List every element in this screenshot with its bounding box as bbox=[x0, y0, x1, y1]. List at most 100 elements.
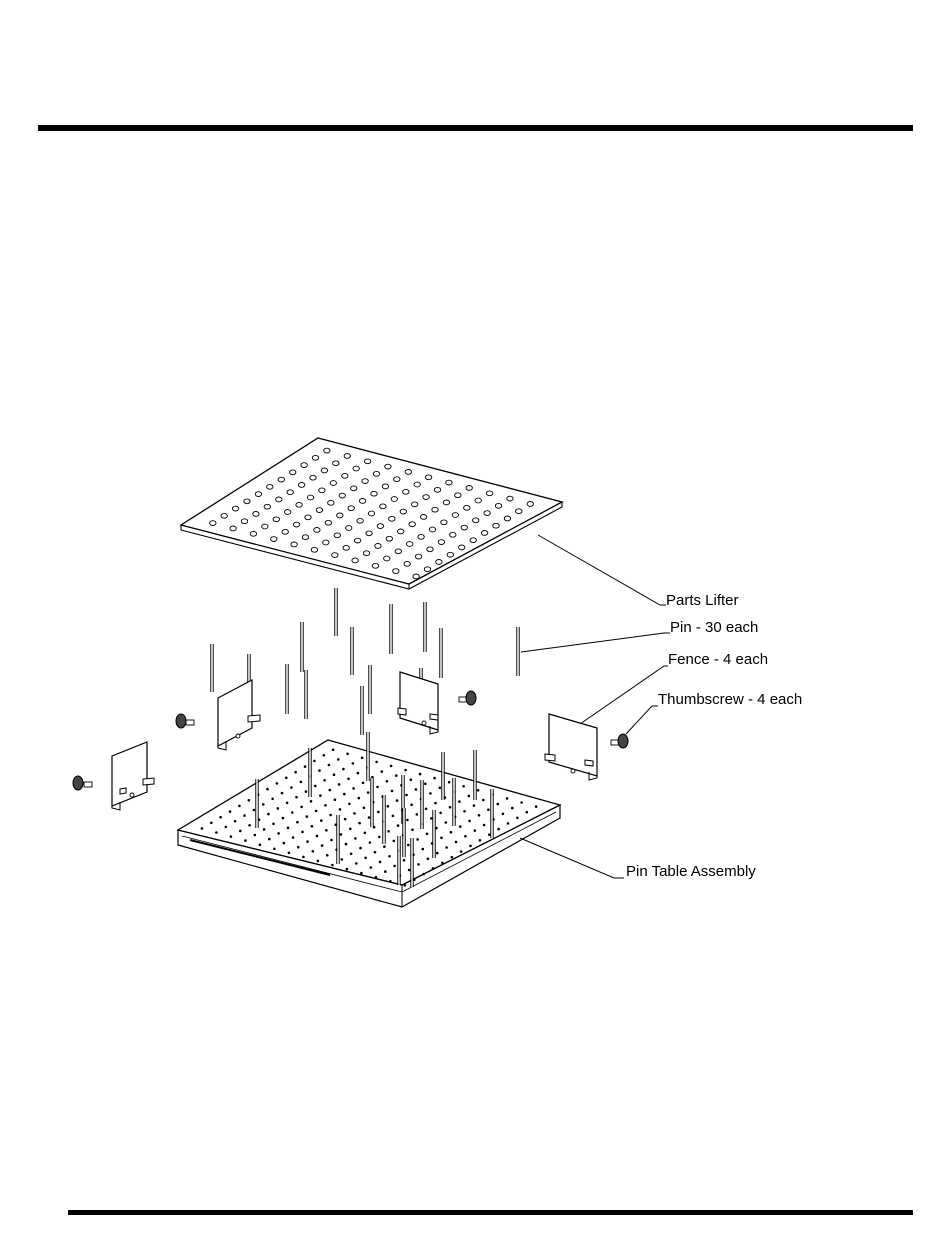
table-hole bbox=[364, 832, 367, 835]
table-hole bbox=[359, 847, 362, 850]
lifter-hole bbox=[395, 549, 401, 554]
table-hole bbox=[422, 848, 425, 851]
lifter-hole bbox=[527, 502, 533, 507]
table-hole bbox=[463, 810, 466, 813]
table-hole bbox=[506, 797, 509, 800]
lifter-hole bbox=[343, 545, 349, 550]
table-hole bbox=[393, 840, 396, 843]
table-hole bbox=[411, 828, 414, 831]
lifter-hole bbox=[438, 540, 444, 545]
lifter-hole bbox=[287, 490, 293, 495]
table-hole bbox=[520, 801, 523, 804]
lifter-hole bbox=[434, 487, 440, 492]
table-hole bbox=[415, 788, 418, 791]
lifter-hole bbox=[325, 520, 331, 525]
fence-left bbox=[218, 680, 260, 750]
lifter-hole bbox=[244, 499, 250, 504]
table-hole bbox=[266, 788, 269, 791]
table-hole bbox=[397, 824, 400, 827]
table-hole bbox=[353, 812, 356, 815]
table-hole bbox=[455, 841, 458, 844]
table-hole bbox=[343, 793, 346, 796]
lifter-hole bbox=[432, 507, 438, 512]
lifter-hole bbox=[296, 502, 302, 507]
lifter-hole bbox=[398, 529, 404, 534]
table-hole bbox=[234, 820, 237, 823]
lifter-hole bbox=[407, 542, 413, 547]
lifter-hole bbox=[264, 504, 270, 509]
table-hole bbox=[448, 781, 451, 784]
lifter-hole bbox=[446, 480, 452, 485]
table-hole bbox=[361, 757, 364, 760]
table-hole bbox=[271, 798, 274, 801]
table-hole bbox=[317, 860, 320, 863]
table-hole bbox=[451, 856, 454, 859]
table-hole bbox=[488, 833, 491, 836]
table-hole bbox=[304, 765, 307, 768]
lifter-hole bbox=[404, 561, 410, 566]
table-hole bbox=[375, 876, 378, 879]
table-hole bbox=[367, 791, 370, 794]
lifter-hole bbox=[314, 528, 320, 533]
table-hole bbox=[357, 772, 360, 775]
lifter-hole bbox=[481, 531, 487, 536]
lifter-hole bbox=[312, 455, 318, 460]
table-hole bbox=[238, 805, 241, 808]
table-hole bbox=[347, 778, 350, 781]
table-hole bbox=[363, 807, 366, 810]
lifter-hole bbox=[415, 554, 421, 559]
table-hole bbox=[201, 827, 204, 830]
table-hole bbox=[352, 787, 355, 790]
lifter-hole bbox=[278, 477, 284, 482]
table-hole bbox=[248, 824, 251, 827]
table-hole bbox=[323, 754, 326, 757]
table-hole bbox=[314, 785, 317, 788]
table-hole bbox=[248, 799, 251, 802]
lifter-hole bbox=[389, 516, 395, 521]
table-hole bbox=[430, 817, 433, 820]
table-hole bbox=[405, 794, 408, 797]
table-hole bbox=[244, 839, 247, 842]
table-hole bbox=[254, 834, 257, 837]
lifter-hole bbox=[375, 544, 381, 549]
table-hole bbox=[300, 806, 303, 809]
thumbscrew-far-left bbox=[73, 776, 92, 790]
lifter-hole bbox=[455, 493, 461, 498]
table-hole bbox=[416, 813, 419, 816]
table-hole bbox=[432, 867, 435, 870]
lifter-hole bbox=[447, 552, 453, 557]
lifter-hole bbox=[323, 540, 329, 545]
lifter-hole bbox=[330, 481, 336, 486]
lifter-hole bbox=[342, 473, 348, 478]
lifter-hole bbox=[380, 504, 386, 509]
table-hole bbox=[526, 811, 529, 814]
lifter-hole bbox=[262, 524, 268, 529]
table-hole bbox=[469, 845, 472, 848]
table-hole bbox=[368, 816, 371, 819]
lifter-hole bbox=[344, 454, 350, 459]
lifter-hole bbox=[276, 497, 282, 502]
lifter-hole bbox=[371, 491, 377, 496]
lifter-hole bbox=[364, 459, 370, 464]
table-hole bbox=[406, 819, 409, 822]
table-hole bbox=[358, 822, 361, 825]
table-hole bbox=[445, 821, 448, 824]
lifter-hole bbox=[362, 479, 368, 484]
table-hole bbox=[230, 835, 233, 838]
lifter-hole bbox=[382, 484, 388, 489]
lifter-hole bbox=[475, 498, 481, 503]
table-hole bbox=[391, 790, 394, 793]
table-hole bbox=[386, 780, 389, 783]
table-hole bbox=[301, 831, 304, 834]
table-hole bbox=[439, 787, 442, 790]
lifter-hole bbox=[464, 505, 470, 510]
lifter-hole bbox=[328, 500, 334, 505]
lifter-hole bbox=[332, 553, 338, 558]
table-hole bbox=[306, 840, 309, 843]
lifter-hole bbox=[418, 534, 424, 539]
table-hole bbox=[396, 799, 399, 802]
table-hole bbox=[316, 835, 319, 838]
lifter-hole bbox=[405, 470, 411, 475]
lifter-hole bbox=[409, 522, 415, 527]
